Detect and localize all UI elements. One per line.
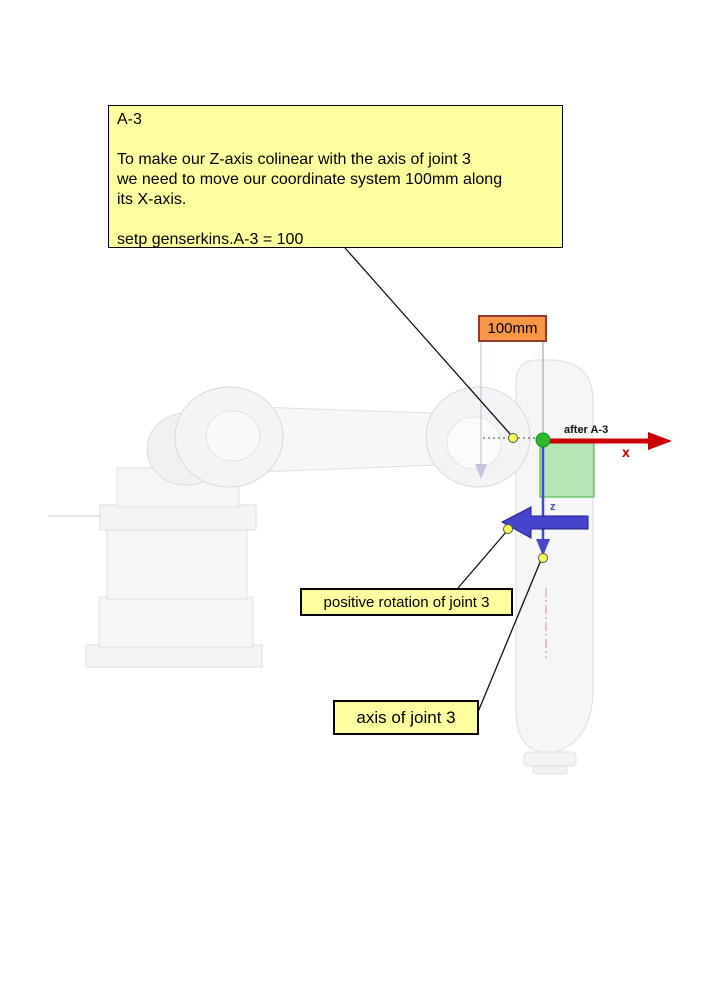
x-axis-arrow-head xyxy=(648,432,672,450)
x-axis-label: x xyxy=(622,444,630,460)
robot-base-slab xyxy=(85,644,263,668)
z-axis-arrow-head xyxy=(536,539,550,556)
dimension-label: 100mm xyxy=(478,315,547,342)
axis-leader-line xyxy=(477,559,542,713)
callout-title: A-3 xyxy=(117,111,142,128)
robot-base-mid xyxy=(98,596,254,648)
dimension-arrow-down xyxy=(475,464,487,479)
annotation-callout: A-3 To make our Z-axis colinear with the… xyxy=(108,105,563,248)
callout-body-line-1: To make our Z-axis colinear with the axi… xyxy=(117,151,471,168)
callout-command: setp genserkins.A-3 = 100 xyxy=(117,231,304,248)
callout-leader-line xyxy=(344,247,512,436)
axis-anchor-dot xyxy=(538,553,548,563)
robot-shoulder-hub xyxy=(205,410,261,462)
coordinate-plane-marker xyxy=(539,442,595,498)
axis-of-joint-label: axis of joint 3 xyxy=(333,700,479,735)
callout-anchor-dot xyxy=(508,433,518,443)
origin-marker xyxy=(535,432,551,448)
robot-column xyxy=(106,527,248,600)
robot-wrist xyxy=(523,751,577,767)
callout-spacer xyxy=(117,130,554,150)
z-axis-label: z xyxy=(550,501,556,513)
callout-body-line-3: its X-axis. xyxy=(117,191,187,208)
robot-flange xyxy=(99,504,257,531)
rotation-arrow xyxy=(500,506,589,539)
after-a3-label: after A-3 xyxy=(564,424,609,436)
positive-rotation-label: positive rotation of joint 3 xyxy=(300,588,513,616)
robot-arm-render xyxy=(48,359,594,775)
rotation-leader-line xyxy=(457,530,508,589)
rotation-anchor-dot xyxy=(503,524,513,534)
robot-wrist-tip xyxy=(532,765,568,775)
callout-body-line-2: we need to move our coordinate system 10… xyxy=(117,171,503,188)
callout-spacer xyxy=(117,210,554,230)
robot-elbow-hub xyxy=(446,416,502,470)
